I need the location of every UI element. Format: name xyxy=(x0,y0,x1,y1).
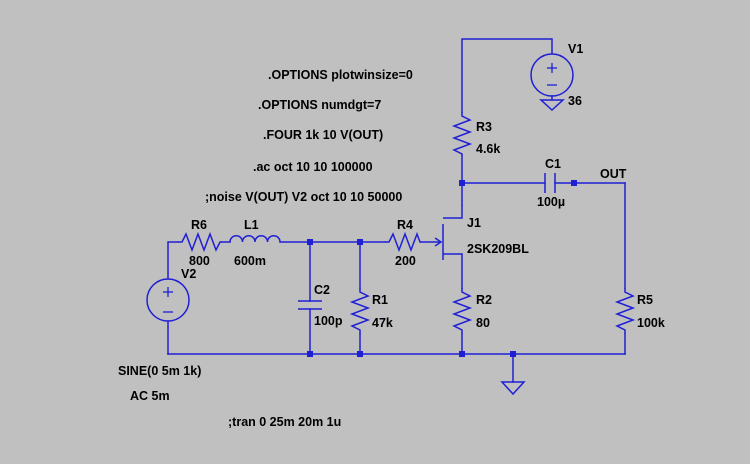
resistor-r6[interactable] xyxy=(178,231,222,253)
resistor-r2[interactable] xyxy=(451,288,473,334)
capacitor-c1[interactable] xyxy=(544,173,556,193)
junction-c1-right xyxy=(571,180,577,186)
v2-sine-spec: SINE(0 5m 1k) xyxy=(118,364,201,378)
r1-value: 47k xyxy=(372,316,393,330)
r1-name: R1 xyxy=(372,293,388,307)
junction-r1-top xyxy=(357,239,363,245)
v2-ac-spec: AC 5m xyxy=(130,389,170,403)
wire-v2-r6[interactable] xyxy=(167,241,179,280)
v1-name: V1 xyxy=(568,42,583,56)
junction-c2-bottom xyxy=(307,351,313,357)
directive-noise[interactable]: ;noise V(OUT) V2 oct 10 10 50000 xyxy=(205,190,402,204)
v2-name: V2 xyxy=(181,267,196,281)
resistor-r3[interactable] xyxy=(451,112,473,156)
net-label-out: OUT xyxy=(600,167,627,181)
jfet-j1[interactable] xyxy=(434,205,463,260)
resistor-r4[interactable] xyxy=(385,231,421,253)
inductor-l1[interactable] xyxy=(229,235,281,243)
r6-value: 800 xyxy=(189,254,210,268)
junction-c2-top xyxy=(307,239,313,245)
v1-value: 36 xyxy=(568,94,582,108)
ground-symbol xyxy=(500,381,526,396)
r2-name: R2 xyxy=(476,293,492,307)
junction-ground xyxy=(510,351,516,357)
r3-name: R3 xyxy=(476,120,492,134)
l1-name: L1 xyxy=(244,218,259,232)
r4-name: R4 xyxy=(397,218,413,232)
junction-r1-bottom xyxy=(357,351,363,357)
directive-ac[interactable]: .ac oct 10 10 100000 xyxy=(253,160,373,174)
resistor-r5[interactable] xyxy=(614,288,636,334)
r6-name: R6 xyxy=(191,218,207,232)
junction-r2-bottom xyxy=(459,351,465,357)
junctions xyxy=(307,180,577,357)
r3-value: 4.6k xyxy=(476,142,500,156)
directive-four[interactable]: .FOUR 1k 10 V(OUT) xyxy=(263,128,383,142)
r4-value: 200 xyxy=(395,254,416,268)
c1-name: C1 xyxy=(545,157,561,171)
wire-v1-r3[interactable] xyxy=(461,38,553,113)
l1-value: 600m xyxy=(234,254,266,268)
junction-drain xyxy=(459,180,465,186)
directive-options-plotwinsize[interactable]: .OPTIONS plotwinsize=0 xyxy=(268,68,413,82)
c2-name: C2 xyxy=(314,283,330,297)
r5-value: 100k xyxy=(637,316,665,330)
source-v2[interactable] xyxy=(146,278,190,322)
wires xyxy=(167,38,626,383)
r2-value: 80 xyxy=(476,316,490,330)
j1-value: 2SK209BL xyxy=(467,242,529,256)
j1-name: J1 xyxy=(467,216,481,230)
c1-value: 100µ xyxy=(537,195,565,209)
c2-value: 100p xyxy=(314,314,343,328)
source-v1[interactable] xyxy=(530,53,574,112)
directive-tran[interactable]: ;tran 0 25m 20m 1u xyxy=(228,415,341,429)
r5-name: R5 xyxy=(637,293,653,307)
resistor-r1[interactable] xyxy=(349,288,371,334)
directive-options-numdgt[interactable]: .OPTIONS numdgt=7 xyxy=(258,98,381,112)
capacitor-c2[interactable] xyxy=(298,300,322,310)
